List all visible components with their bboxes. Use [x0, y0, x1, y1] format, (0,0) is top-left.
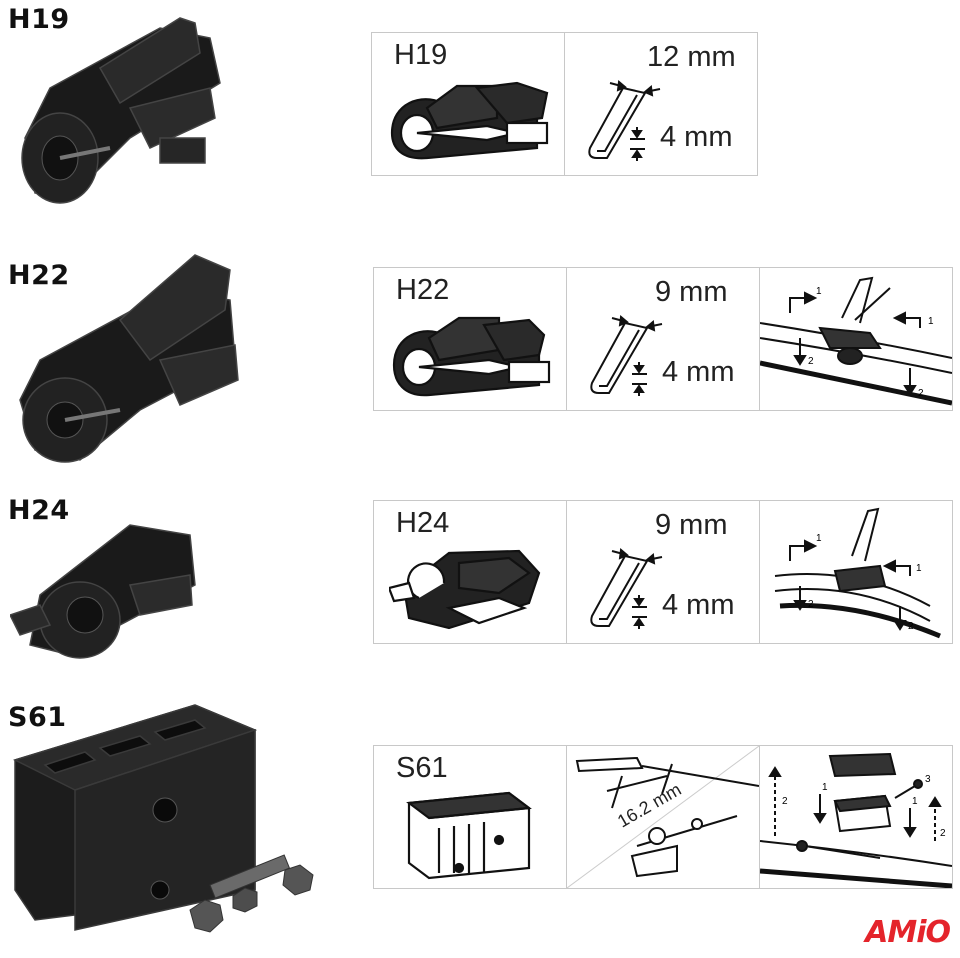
dimension-panel: 12 mm 4 mm — [564, 32, 758, 176]
diagram-row-h24: H24 9 mm 4 mm — [373, 500, 953, 644]
installation-diagram: 2 1 1 3 2 — [760, 752, 952, 888]
adapter-diagram-panel: S61 — [373, 745, 567, 889]
step-number: 2 — [808, 599, 814, 610]
installation-diagram: 1 1 2 2 — [774, 507, 941, 639]
panel-label: H19 — [394, 39, 448, 71]
diagram-row-s61: S61 — [373, 745, 953, 889]
spacing-diagram: 16.2 mm — [567, 746, 759, 888]
blade-profile-icon — [590, 548, 663, 629]
height-label: 4 mm — [660, 121, 733, 153]
adapter-line-drawing — [392, 316, 551, 397]
blade-profile-icon — [588, 80, 661, 161]
height-label: 4 mm — [662, 589, 735, 621]
installation-panel: 1 1 2 2 — [759, 500, 953, 644]
step-number: 1 — [822, 782, 828, 793]
installation-panel: 2 1 1 3 2 — [759, 745, 953, 889]
adapter-photo-h24 — [10, 505, 200, 665]
diagram-row-h22: H22 9 mm 4 mm — [373, 267, 953, 411]
brand-logo: AMiO — [865, 915, 951, 950]
step-number: 2 — [918, 388, 924, 399]
installation-panel: 1 1 2 2 — [759, 267, 953, 411]
row-title-h19: H19 — [8, 4, 70, 35]
adapter-diagram-panel: H22 — [373, 267, 567, 411]
row-title-h24: H24 — [8, 495, 70, 526]
blade-profile-icon — [590, 315, 663, 396]
adapter-photo-h19 — [10, 8, 225, 208]
adapter-diagram-panel: H24 — [373, 500, 567, 644]
width-label: 9 mm — [655, 509, 728, 541]
step-number: 1 — [816, 286, 822, 297]
step-number: 2 — [908, 621, 914, 632]
row-title-s61: S61 — [8, 702, 67, 733]
adapter-photo-h22 — [10, 250, 240, 465]
step-number: 1 — [912, 796, 918, 807]
adapter-diagram-panel: H19 — [371, 32, 565, 176]
step-number: 1 — [928, 316, 934, 327]
step-number: 2 — [940, 828, 946, 839]
height-label: 4 mm — [662, 356, 735, 388]
dimension-panel: 9 mm 4 mm — [566, 500, 760, 644]
panel-label: H22 — [396, 274, 450, 306]
panel-label: H24 — [396, 507, 450, 539]
width-label: 12 mm — [647, 41, 736, 73]
dimension-panel: 9 mm 4 mm — [566, 267, 760, 411]
panel-label: S61 — [396, 752, 448, 784]
step-number: 1 — [916, 563, 922, 574]
adapter-photo-s61 — [5, 700, 325, 945]
step-number: 1 — [816, 533, 822, 544]
diagram-row-h19: H19 12 mm 4 mm — [371, 32, 758, 176]
row-title-h22: H22 — [8, 260, 70, 291]
step-number: 3 — [925, 774, 931, 785]
step-number: 2 — [782, 796, 788, 807]
adapter-line-drawing — [389, 549, 541, 630]
adapter-line-drawing — [390, 81, 549, 160]
width-label: 9 mm — [655, 276, 728, 308]
installation-diagram: 1 1 2 2 — [760, 276, 952, 406]
adapter-line-drawing — [406, 791, 532, 880]
step-number: 2 — [808, 356, 814, 367]
dimension-panel: 16.2 mm — [566, 745, 760, 889]
